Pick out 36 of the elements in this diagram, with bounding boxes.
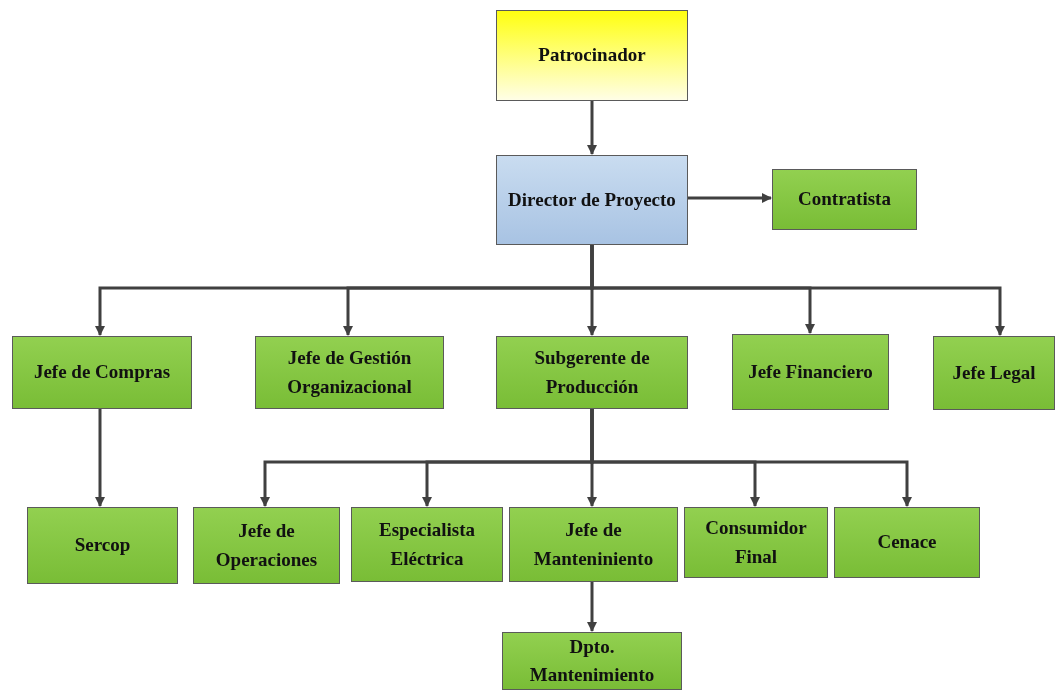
org-box: [255, 336, 444, 409]
role-label: Cenace: [877, 530, 937, 555]
role-label: Consumidor Final: [704, 516, 808, 569]
role-label: Sercop: [74, 533, 131, 558]
connector-arrow: [95, 409, 105, 507]
role-label: Jefe de Gestión Organizacional: [286, 346, 413, 399]
role-label: Dpto. Mantenimiento: [528, 634, 656, 687]
role-label: Jefe de Compras: [33, 360, 171, 385]
role-label: Jefe Legal: [952, 360, 1036, 385]
org-box: [502, 632, 682, 690]
org-box: [496, 336, 688, 409]
role-label: Jefe Financiero: [748, 359, 873, 384]
role-label: Contratista: [798, 187, 891, 212]
role-label: Subgerente de Producción: [533, 346, 651, 399]
role-label: Director de Proyecto: [508, 187, 676, 212]
connector-arrow: [587, 582, 597, 632]
org-box: [732, 334, 889, 410]
connector-arrow: [590, 409, 912, 507]
org-box: [27, 507, 178, 584]
org-box: [351, 507, 503, 582]
connector-arrow: [587, 101, 597, 155]
org-box: [834, 507, 980, 578]
connector-arrow: [590, 245, 1005, 336]
org-box: [193, 507, 340, 584]
connector-arrow: [688, 193, 772, 203]
role-label: Especialista Eléctrica: [377, 518, 477, 571]
org-box: [509, 507, 678, 582]
role-label: Patrocinador: [538, 43, 646, 68]
org-box: [12, 336, 192, 409]
org-box: [496, 10, 688, 101]
role-label: Jefe de Operaciones: [214, 519, 319, 572]
org-box: [684, 507, 828, 578]
role-label: Jefe de Manteniniento: [532, 518, 655, 571]
org-box: [772, 169, 917, 230]
org-box: [933, 336, 1055, 410]
org-box: [496, 155, 688, 245]
